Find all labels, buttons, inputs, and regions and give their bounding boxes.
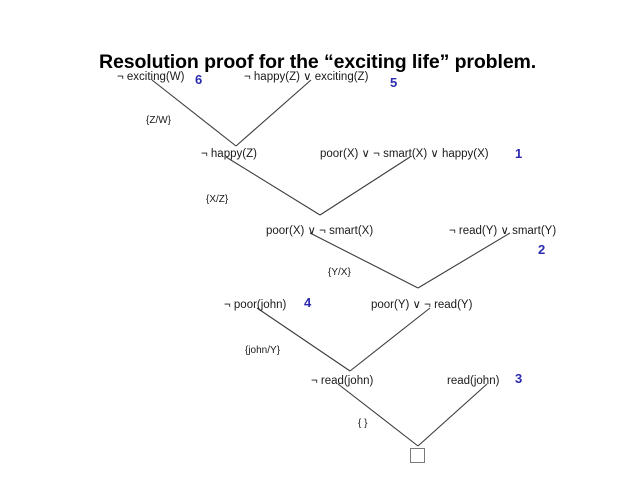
clause-c-not-poor-john: ¬ poor(john) [224,299,287,311]
resolution-edge-e-notreadsmart-to-poornotread [417,232,511,289]
resolution-edge-e-notexcitingor-to-nothappy [235,79,312,147]
resolution-edge-e-notreadjohn-to-empty [337,383,419,447]
substitution-s-xz: {X/Z} [206,194,229,205]
clause-number-n-5: 5 [390,75,398,90]
clause-c-not-happy-or-exciting: ¬ happy(Z) ∨ exciting(Z) [244,71,369,83]
substitution-s-yx: {Y/X} [328,267,351,278]
resolution-edge-e-notexciting-to-nothappy [151,79,237,147]
resolution-edge-e-notpoorjohn-to-notreadjohn [256,307,351,372]
clause-number-n-6: 6 [195,72,203,87]
resolution-edge-e-poornotsmart-to-poornotread [309,232,419,289]
clause-number-n-2: 2 [538,242,546,257]
page-title: Resolution proof for the “exciting life”… [99,51,537,74]
substitution-s-johny: {john/Y} [245,345,281,356]
clause-c-poor-notsmart: poor(X) ∨ ¬ smart(X) [266,225,374,237]
resolution-edge-e-nothappy-to-poornotsmart [225,156,321,216]
empty-clause-box [410,448,425,463]
clause-c-not-read-john: ¬ read(john) [311,375,374,387]
clause-c-not-happy-z: ¬ happy(Z) [201,148,257,160]
clause-number-n-4: 4 [304,295,312,310]
clause-c-poor-notsmart-happy: poor(X) ∨ ¬ smart(X) ∨ happy(X) [320,148,489,160]
clause-number-n-1: 1 [515,146,523,161]
resolution-edge-e-readjohn-to-empty [417,383,488,447]
clause-c-notread-smart: ¬ read(Y) ∨ smart(Y) [449,225,557,237]
resolution-edge-e-poornotread-to-notreadjohn [349,307,431,372]
clause-number-n-3: 3 [515,371,523,386]
clause-c-not-exciting-w: ¬ exciting(W) [117,71,185,83]
edge-group [151,79,511,447]
substitution-s-empty: { } [358,418,368,429]
clause-c-poor-notread: poor(Y) ∨ ¬ read(Y) [371,299,473,311]
resolution-edge-e-poorhappy-to-poornotsmart [319,156,411,216]
clause-c-read-john: read(john) [447,375,500,387]
substitution-s-zw: {Z/W} [146,115,172,126]
